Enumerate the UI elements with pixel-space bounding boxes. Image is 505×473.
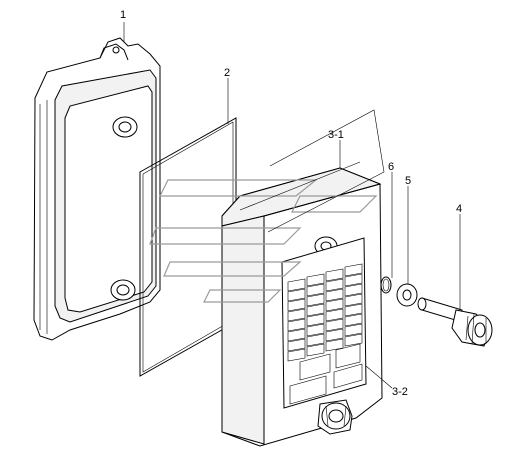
fuse-cell [344,273,363,287]
callout-1: 1 [120,9,126,21]
fuse-cell [287,318,306,332]
fuse-cell [344,323,363,337]
fuse-cell [344,283,363,297]
callout-5: 5 [405,175,411,187]
fuse-cell [287,328,306,342]
fuse-cell [287,308,306,322]
part-6-o-ring [380,276,392,294]
callout-2: 2 [224,67,230,79]
fuse-cell [287,278,306,292]
fuse-cell [306,293,325,307]
fuse-cell [306,343,325,357]
fuse-cell [325,318,344,332]
fuse-cell [344,313,363,327]
fuse-cell [325,308,344,322]
leader-lines [123,22,461,389]
fuse-cell [325,328,344,342]
fuse-cell [344,263,363,277]
part-3-2-fuse-label [281,237,367,409]
callout-labels: 1 2 3-1 6 5 4 3-2 [120,9,462,398]
fuse-cell [306,273,325,287]
fuse-grid [287,263,363,362]
fuse-cell [325,298,344,312]
fuse-cell [306,283,325,297]
callout-3-1: 3-1 [328,129,344,141]
fuse-cell [325,288,344,302]
part-1-base-housing [33,37,161,341]
fuse-cell [306,313,325,327]
fuse-cell [306,323,325,337]
fuse-cell [306,333,325,347]
fuse-cell [325,278,344,292]
fuse-cell [287,348,306,362]
fuse-cell [344,293,363,307]
part-5-washer [396,283,418,307]
fuse-cell [287,288,306,302]
callout-4: 4 [456,203,462,215]
fuse-cell [325,268,344,282]
watermark-logo [149,179,378,303]
fuse-cell [287,338,306,352]
fuse-cell [306,303,325,317]
fuse-cell [287,298,306,312]
fuse-cell [344,303,363,317]
fuse-cell [344,333,363,347]
callout-3-2: 3-2 [392,386,408,398]
cover-knob [317,399,353,435]
callout-6: 6 [388,161,394,173]
part-4-knob-screw [417,297,493,347]
